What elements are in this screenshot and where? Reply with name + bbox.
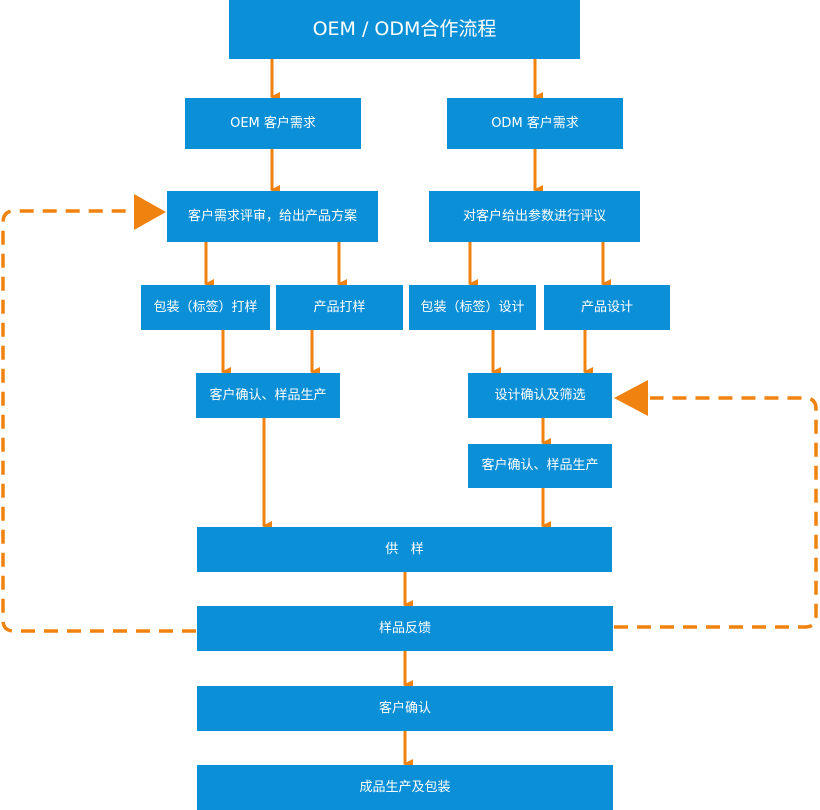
pack-sample-box: 包装（标签）打样 <box>141 285 270 330</box>
confirm-sample-right-box: 客户确认、样品生产 <box>468 444 612 488</box>
param-review-box: 对客户给出参数进行评议 <box>429 191 640 242</box>
flow-arrows <box>204 59 611 769</box>
product-design-box: 产品设计 <box>544 285 670 330</box>
feedback-left-arrowhead <box>134 194 166 230</box>
design-confirm-box: 设计确认及筛选 <box>468 373 612 418</box>
customer-confirm-box: 客户确认 <box>197 686 613 731</box>
confirm-sample-left-box: 客户确认、样品生产 <box>196 373 340 418</box>
feedback-loop-right <box>614 396 818 629</box>
odm-customer-need-box: ODM 客户需求 <box>447 98 623 149</box>
review-plan-box: 客户需求评审，给出产品方案 <box>167 191 378 242</box>
feedback-loops <box>1 209 818 633</box>
oem-customer-need-box: OEM 客户需求 <box>185 98 361 149</box>
feedback-loop-left <box>1 209 196 633</box>
pack-design-box: 包装（标签）设计 <box>409 285 536 330</box>
sample-feedback-box: 样品反馈 <box>197 606 613 651</box>
product-sample-box: 产品打样 <box>276 285 403 330</box>
feedback-right-arrowhead <box>614 380 648 416</box>
title-box: OEM / ODM合作流程 <box>229 0 580 59</box>
supply-sample-box: 供 样 <box>197 527 612 572</box>
final-production-box: 成品生产及包装 <box>197 765 613 810</box>
